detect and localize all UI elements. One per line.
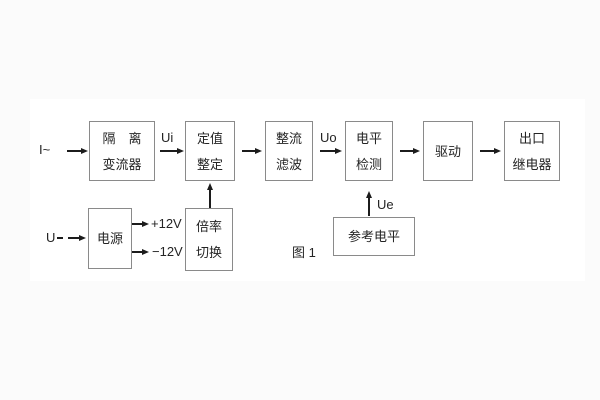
arrow-power-plus12-head — [142, 221, 149, 227]
minus-12v-label: −12V — [152, 244, 183, 259]
block-isolation-line2: 变流器 — [102, 156, 142, 172]
arrow-multiplier-to-setting-shaft — [209, 190, 211, 208]
block-setpoint-line2: 整定 — [196, 156, 223, 172]
block-isolation-line1: 隔 离 — [102, 130, 142, 146]
block-power-supply: 电源 — [88, 208, 132, 269]
block-setpoint-line1: 定值 — [196, 130, 223, 146]
ui-signal-label: Ui — [161, 130, 174, 145]
block-power-line1: 电源 — [96, 231, 123, 246]
figure-caption: 图 1 — [292, 245, 316, 260]
arrow-level-to-drive-head — [413, 148, 420, 154]
block-rectifier-line1: 整流 — [275, 130, 302, 146]
arrow-drive-to-relay-head — [494, 148, 501, 154]
block-multiplier-line2: 切换 — [195, 245, 222, 260]
arrow-level-to-drive-shaft — [400, 150, 413, 152]
block-rectifier-line2: 滤波 — [275, 156, 302, 172]
block-relay-line2: 继电器 — [512, 156, 552, 172]
arrow-input-current-head — [81, 148, 88, 154]
arrow-input-current-shaft — [67, 150, 81, 152]
block-drive-line1: 驱动 — [434, 143, 461, 159]
block-isolation-transformer: 隔 离 变流器 — [89, 121, 155, 181]
arrow-power-minus12-head — [142, 249, 149, 255]
arrow-setting-to-rectifier-shaft — [242, 150, 255, 152]
arrow-setting-to-rectifier-head — [255, 148, 262, 154]
arrow-multiplier-to-setting-head — [207, 183, 213, 190]
block-output-relay: 出口 继电器 — [504, 121, 560, 181]
arrow-power-plus12-shaft — [132, 223, 142, 225]
arrow-input-voltage-dash — [57, 237, 63, 239]
block-level-line2: 检测 — [355, 156, 382, 172]
arrow-reference-to-level-head — [366, 191, 372, 198]
block-drive: 驱动 — [423, 121, 473, 181]
block-reference-level: 参考电平 — [333, 217, 415, 256]
input-voltage-label: U — [46, 230, 56, 245]
block-multiplier-switch: 倍率 切换 — [185, 208, 233, 271]
arrow-drive-to-relay-shaft — [480, 150, 494, 152]
block-level-line1: 电平 — [355, 130, 382, 146]
block-rectifier-filter: 整流 滤波 — [265, 121, 313, 181]
plus-12v-label: +12V — [151, 216, 182, 231]
block-multiplier-line1: 倍率 — [195, 219, 222, 234]
block-relay-line1: 出口 — [518, 130, 545, 146]
arrow-isolation-to-setting-head — [177, 148, 184, 154]
input-current-label: I~ — [39, 142, 51, 157]
ue-signal-label: Ue — [377, 197, 394, 212]
arrow-rectifier-to-level-shaft — [320, 150, 335, 152]
arrow-isolation-to-setting-shaft — [160, 150, 177, 152]
arrow-input-voltage-shaft — [68, 237, 79, 239]
arrow-rectifier-to-level-head — [335, 148, 342, 154]
block-setpoint-adjust: 定值 整定 — [185, 121, 235, 181]
arrow-reference-to-level-shaft — [368, 197, 370, 216]
uo-signal-label: Uo — [320, 130, 337, 145]
block-reference-line1: 参考电平 — [347, 229, 400, 244]
arrow-power-minus12-shaft — [132, 251, 142, 253]
block-level-detect: 电平 检测 — [345, 121, 393, 181]
arrow-input-voltage-head — [79, 235, 86, 241]
